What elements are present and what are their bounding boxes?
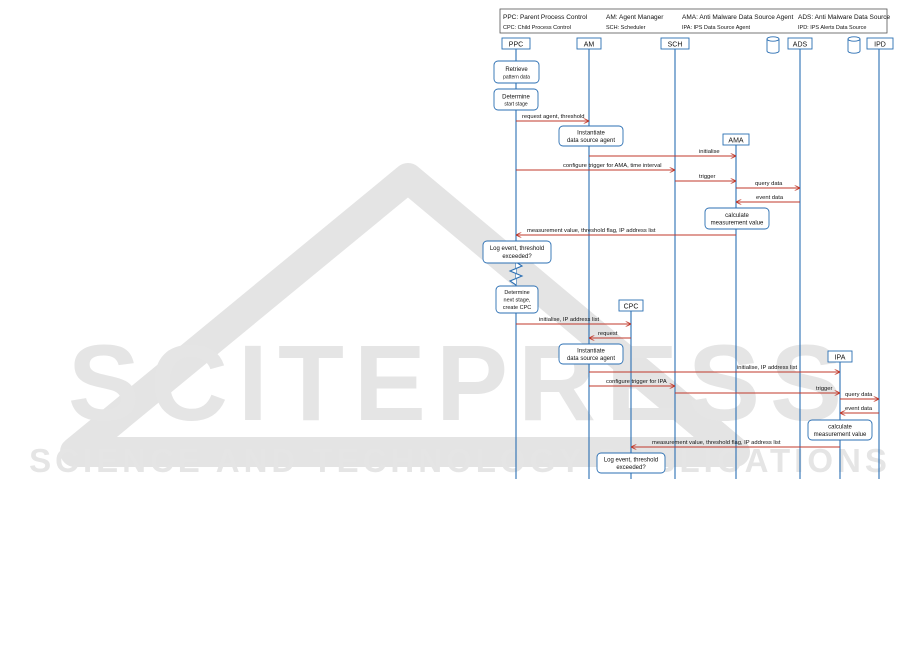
- note-inst1-line2: data source agent: [567, 138, 615, 144]
- message-labels: request agent, threshold initialise conf…: [522, 114, 873, 446]
- label-m7: measurement value, threshold flag, IP ad…: [527, 228, 656, 234]
- actor-box-ipd: [866, 37, 894, 50]
- label-m5: query data: [755, 181, 783, 187]
- label-m2: initialise: [699, 149, 720, 155]
- actor-label-ipa: IPA: [835, 355, 846, 362]
- actor-box-cpc: [618, 299, 644, 312]
- legend-item-ama: AMA: Anti Malware Data Source Agent: [682, 14, 793, 21]
- note-box-inst1: [558, 125, 624, 147]
- actor-label-am: AM: [584, 42, 595, 49]
- actor-label-sch: SCH: [668, 42, 683, 49]
- label-m4: trigger: [699, 174, 716, 180]
- actor-box-ipa: [827, 350, 853, 363]
- message-arrows: [516, 121, 879, 447]
- note-determine-line2: start stage: [504, 102, 528, 108]
- note-log2-line1: Log event, threshold: [604, 458, 658, 464]
- actor-headers: PPC AM SCH ADS IPD AMA CPC IPA: [501, 36, 894, 363]
- legend: PPC: Parent Process Control AM: Agent Ma…: [499, 8, 891, 34]
- label-m13: query data: [845, 392, 873, 398]
- watermark-subtitle: SCIENCE AND TECHNOLOGY PUBLICATIONS: [29, 442, 891, 479]
- note-next-line1: Determine: [504, 290, 529, 296]
- note-inst2-line1: Instantiate: [577, 349, 605, 355]
- lifeline-break-zigzag: [508, 261, 524, 286]
- note-calc1-line1: calculate: [725, 213, 749, 219]
- note-log1-line2: exceeded?: [502, 254, 532, 260]
- note-retrieve-line1: Retrieve: [505, 67, 528, 73]
- database-icon-ads: [766, 36, 780, 54]
- note-calc1-line2: measurement value: [711, 221, 764, 227]
- actor-label-ads: ADS: [793, 42, 808, 49]
- legend-item-ppc: PPC: Parent Process Control: [503, 14, 588, 21]
- legend-item-ads: ADS: Anti Malware Data Source: [798, 14, 891, 21]
- label-m3: configure trigger for AMA, time interval: [563, 163, 662, 169]
- note-log2-line2: exceeded?: [616, 465, 646, 471]
- watermark-triangle-shape: [60, 163, 750, 467]
- actor-box-sch: [660, 37, 690, 50]
- actor-box-ama: [722, 133, 750, 146]
- label-m14: event data: [845, 406, 873, 412]
- actor-label-ipd: IPD: [874, 42, 886, 49]
- label-m1: request agent, threshold: [522, 114, 585, 120]
- note-box-log2: [596, 452, 666, 474]
- actor-box-am: [576, 37, 602, 50]
- action-note-texts: Retrieve pattern data Determine start st…: [490, 67, 867, 471]
- legend-item-ipa: IPA: IPS Data Source Agent: [682, 25, 751, 31]
- note-calc2-line1: calculate: [828, 425, 852, 431]
- note-box-inst2: [558, 343, 624, 365]
- label-m9: request: [598, 331, 618, 337]
- note-inst2-line2: data source agent: [567, 356, 615, 362]
- actor-label-ama: AMA: [728, 138, 744, 145]
- legend-item-sch: SCH: Scheduler: [606, 25, 646, 31]
- legend-item-am: AM: Agent Manager: [606, 14, 664, 21]
- action-notes: [482, 60, 873, 474]
- note-calc2-line2: measurement value: [814, 432, 867, 438]
- database-icon-ipd: [847, 36, 861, 54]
- legend-item-cpc: CPC: Child Process Control: [503, 25, 571, 31]
- label-m11: configure trigger for IPA: [606, 379, 667, 385]
- note-box-next: [495, 285, 539, 314]
- label-m8: initialise, IP address list: [539, 317, 600, 323]
- note-retrieve-line2: pattern data: [503, 75, 530, 81]
- note-next-line3: create CPC: [503, 305, 531, 311]
- note-next-line2: next stage,: [504, 298, 531, 304]
- note-box-log1: [482, 240, 552, 264]
- legend-item-ipd: IPD: IPS Alerts Data Source: [798, 25, 866, 31]
- note-box-calc2: [807, 419, 873, 441]
- actor-label-ppc: PPC: [509, 42, 523, 49]
- watermark-title: SCITEPRESS: [68, 322, 852, 443]
- note-determine-line1: Determine: [502, 95, 530, 101]
- label-m10: initialise, IP address list: [737, 365, 798, 371]
- actor-box-ads: [787, 37, 813, 50]
- note-box-retrieve: [493, 60, 540, 84]
- note-box-determine: [493, 88, 539, 111]
- actor-label-cpc: CPC: [624, 304, 639, 311]
- note-log1-line1: Log event, threshold: [490, 246, 544, 252]
- note-inst1-line1: Instantiate: [577, 131, 605, 137]
- actor-box-ppc: [501, 37, 531, 50]
- label-m6: event data: [756, 195, 784, 201]
- label-m15: measurement value, threshold flag, IP ad…: [652, 440, 781, 446]
- legend-box: [499, 8, 888, 34]
- note-box-calc1: [704, 207, 770, 230]
- label-m12: trigger: [816, 386, 833, 392]
